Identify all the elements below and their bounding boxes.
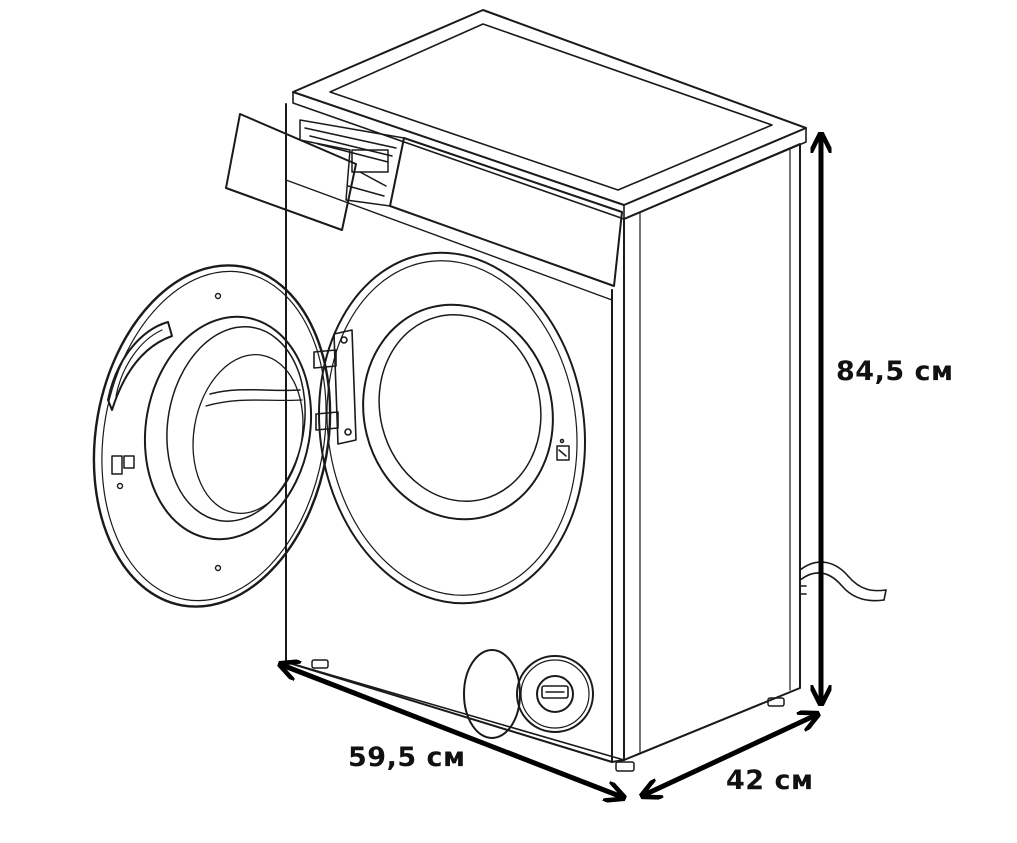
door-opening [318, 251, 586, 605]
front-panel [285, 103, 613, 763]
control-panel [389, 137, 623, 287]
open-door[interactable] [68, 246, 356, 625]
width-arrow [282, 665, 622, 797]
dimension-arrows [282, 136, 821, 797]
top-panel [292, 9, 807, 206]
door-lock [556, 438, 570, 461]
depth-arrow [644, 715, 816, 795]
drain-filter[interactable] [516, 655, 594, 733]
detergent-drawer-front[interactable] [225, 113, 357, 231]
drain-hose [799, 561, 887, 602]
door-handle[interactable] [107, 321, 173, 411]
top-panel-recess [329, 23, 773, 191]
depth-label: 42 см [726, 765, 814, 796]
side-panel [623, 143, 801, 761]
width-label: 59,5 см [348, 742, 466, 773]
height-label: 84,5 см [836, 356, 954, 387]
